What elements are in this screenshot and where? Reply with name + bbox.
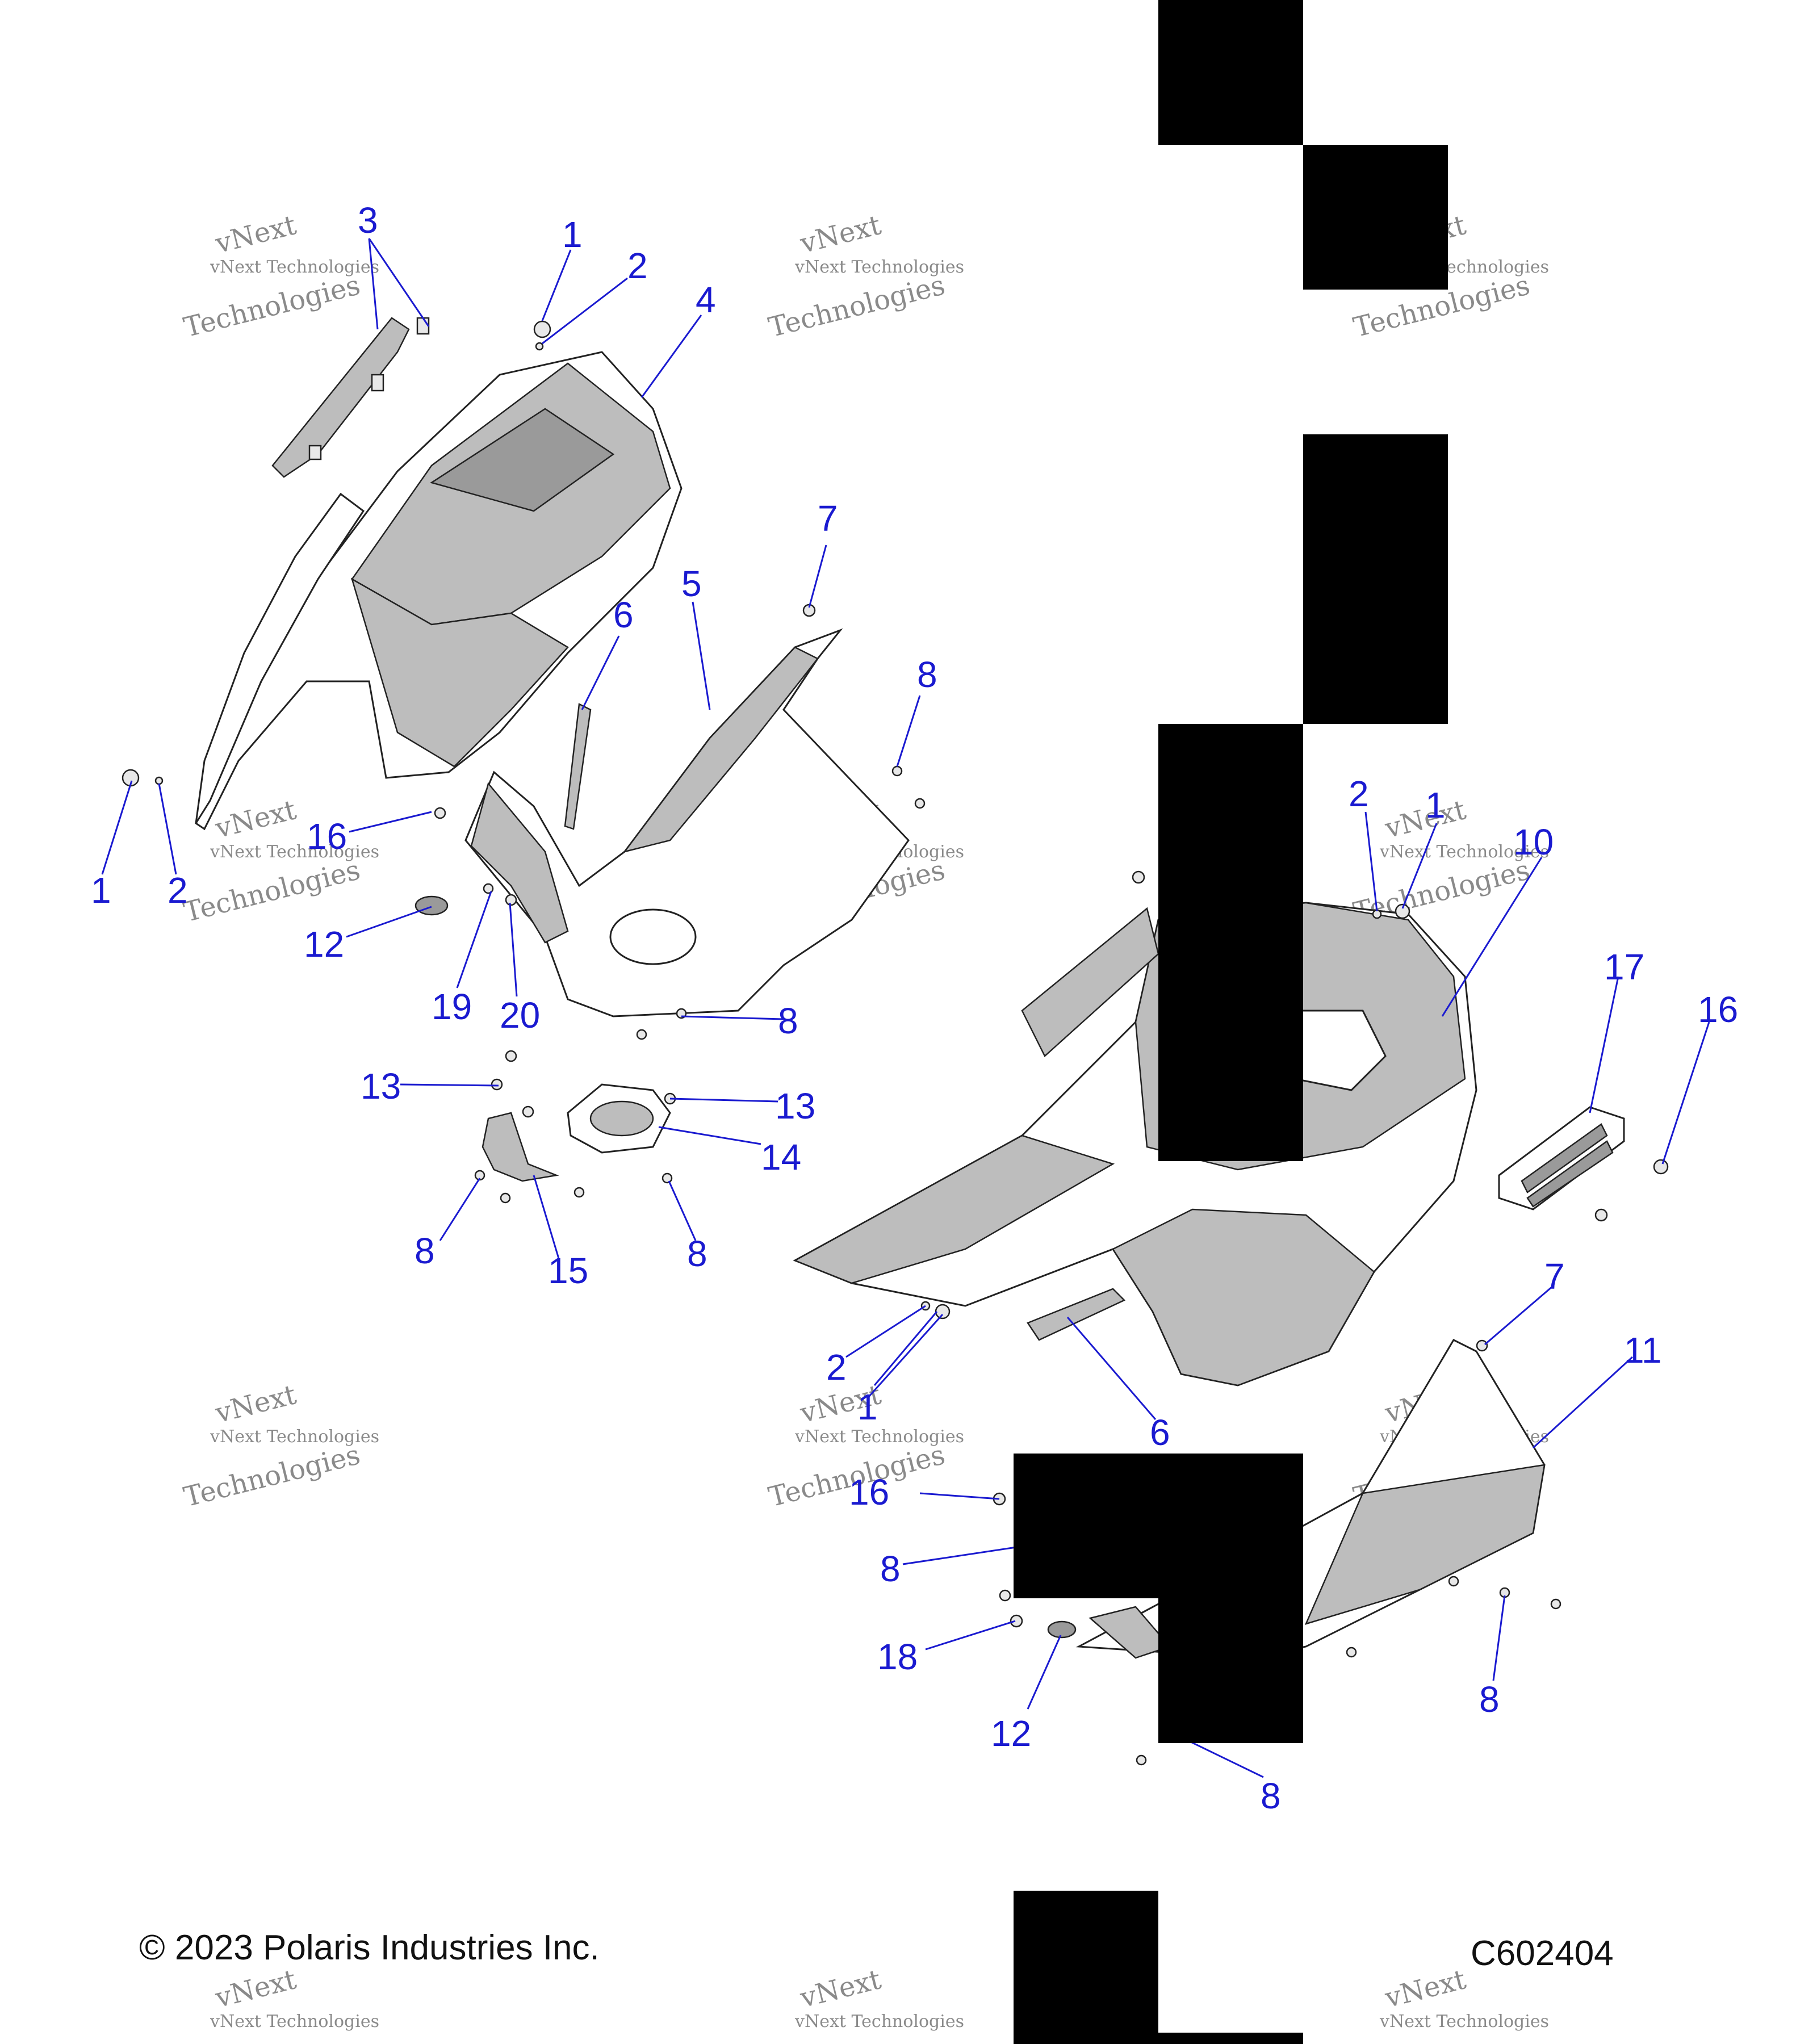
callout-13: 13 [361,1066,401,1107]
watermark: vNext vNext Technologies [1379,1963,1549,2032]
watermark-line3: Technologies [181,854,363,928]
callout-2: 2 [168,870,188,911]
part-14-ring [567,1083,671,1154]
callout-8: 8 [778,1000,798,1041]
callout-8: 8 [1479,1679,1500,1720]
watermark-line2: vNext Technologies [210,1427,379,1447]
clip [308,445,322,460]
redaction-block [1303,434,1448,724]
callout-13: 13 [775,1086,815,1126]
part-4-hood [195,351,683,831]
callout-7: 7 [818,498,838,539]
callout-1: 1 [857,1387,878,1427]
copyright-notice: © 2023 Polaris Industries Inc. [139,1928,600,1967]
callout-12: 12 [991,1713,1031,1754]
callout-4: 4 [696,279,716,320]
redaction-block [1158,724,1303,1161]
callout-2: 2 [826,1347,847,1388]
callout-11: 11 [1624,1330,1661,1371]
leader-lines [101,238,1710,1778]
callout-6: 6 [613,594,634,635]
callout-12: 12 [304,924,344,965]
callout-18: 19 [432,986,472,1027]
callout-10: 10 [1513,822,1554,862]
callout-14: 14 [761,1137,801,1178]
callout-1: 1 [1425,785,1446,826]
clip [371,374,384,392]
callout-1: 1 [91,870,111,911]
watermark-line1: vNext [212,1379,299,1429]
diagram-code: C602404 [1471,1934,1614,1973]
watermark-line1: vNext [1381,1963,1469,2014]
callout-17: 17 [1604,946,1644,987]
redaction-block [1158,1598,1303,1743]
callout-15: 15 [548,1250,588,1291]
redaction-block [1303,145,1448,290]
callout-16: 16 [307,816,347,857]
hardware-right [920,870,1669,1766]
watermark-line1: vNext [212,1963,299,2014]
watermark-line2: vNext Technologies [794,257,964,277]
watermark: vNext vNext Technologies Technologies [181,209,379,344]
watermark-line3: Technologies [765,269,948,344]
callout-16: 16 [849,1472,889,1513]
watermark: vNext vNext Technologies [210,1963,379,2032]
watermark-line2: vNext Technologies [210,842,379,862]
callout-8: 8 [415,1230,435,1271]
redaction-blocks [1014,0,1448,2044]
callout-8: 8 [880,1548,901,1589]
watermark-line2: vNext Technologies [794,2012,964,2032]
watermark-line2: vNext Technologies [1379,842,1549,862]
watermark-line1: vNext [212,209,299,259]
callout-16: 16 [1698,989,1738,1030]
watermark-line2: vNext Technologies [1379,2012,1549,2032]
callout-6: 6 [1150,1412,1170,1453]
part-15-bracket [482,1112,559,1182]
callout-19: 20 [500,995,540,1036]
callout-20: 18 [877,1636,918,1677]
part-6-bracket-right [1027,1288,1126,1341]
watermark-line1: vNext [797,209,884,259]
redaction-block [1158,2033,1303,2044]
watermark-line1: vNext [797,1963,884,2014]
watermark: vNext vNext Technologies [794,1963,964,2032]
callout-8: 8 [1261,1775,1281,1816]
callout-7: 7 [1544,1256,1565,1297]
clip [416,317,430,335]
callout-3: 3 [358,200,378,241]
callout-2: 2 [1349,773,1369,814]
callout-5: 5 [681,563,702,604]
watermark-line3: Technologies [181,1439,363,1513]
watermark-line2: vNext Technologies [210,2012,379,2032]
callout-8: 8 [917,654,937,695]
redaction-block [1014,1891,1158,2044]
watermark-line2: vNext Technologies [210,257,379,277]
callout-1: 1 [562,214,583,255]
part-17-vent [1498,1106,1625,1211]
part-6-bracket [564,703,592,830]
redaction-block [1158,0,1303,145]
watermark-line1: vNext [212,794,299,844]
callout-numbers: 3 1 2 4 7 5 6 8 16 1 2 12 19 20 8 13 13 … [91,200,1738,1816]
part-3-side-panel [271,317,430,478]
watermark: vNext vNext Technologies Technologies [765,209,964,344]
watermark-line2: vNext Technologies [794,1427,964,1447]
callout-8: 8 [687,1233,707,1274]
redaction-block [1014,1454,1303,1598]
part-11-lower-panel [1075,1339,1546,1659]
watermark-line3: Technologies [181,269,363,344]
watermark: vNext vNext Technologies Technologies [181,1379,379,1513]
part-5-belly-pan [464,628,910,1017]
callout-2: 2 [627,245,648,286]
